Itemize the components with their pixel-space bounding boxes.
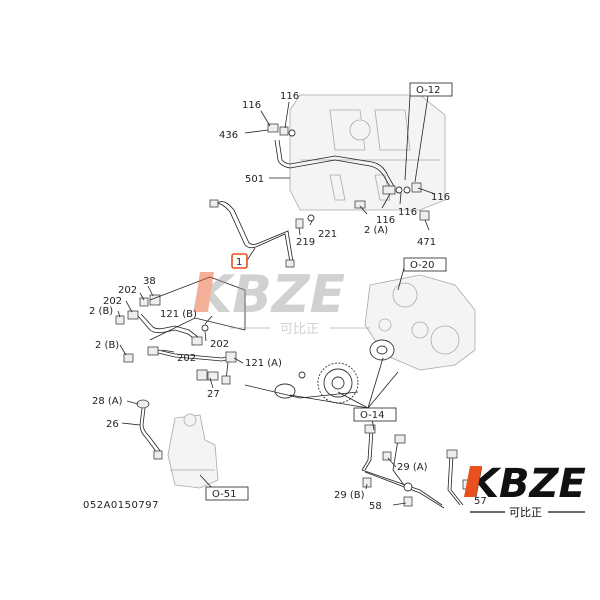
fitting-icon <box>446 449 458 459</box>
center-watermark: KBZE 可比正 <box>192 265 370 337</box>
banjo-bolt-icon <box>267 123 279 133</box>
bolt-icon <box>403 496 413 507</box>
label-116: 116 <box>398 207 417 218</box>
watermark-subtext: 可比正 <box>280 322 319 337</box>
engine-block <box>289 94 446 211</box>
logo-subtext: 可比正 <box>509 506 542 519</box>
label-29b: 29 (B) <box>334 490 365 501</box>
plug-icon <box>411 182 422 193</box>
ref-box-o20 <box>403 257 447 272</box>
label-116: 116 <box>242 100 261 111</box>
bolt-icon <box>382 451 392 461</box>
ref-o14: O-14 <box>360 410 384 421</box>
washer-icon <box>201 324 209 332</box>
part-labels: 116 116 436 501 116 116 116 2 (A) 221 21… <box>89 91 487 512</box>
banjo-bolt-icon <box>382 185 396 195</box>
oil-pipe-1 <box>209 199 295 268</box>
ref-box-o51 <box>205 486 249 501</box>
fitting-icon <box>221 375 231 385</box>
corner-logo: KBZE 可比正 <box>464 461 586 519</box>
plug-icon <box>419 210 430 221</box>
pump-body <box>167 413 219 489</box>
washer-icon <box>288 129 296 137</box>
highlight-callout-box <box>231 253 248 269</box>
label-2b: 2 (B) <box>89 306 113 317</box>
label-2b: 2 (B) <box>95 340 119 351</box>
label-26: 26 <box>106 419 119 430</box>
bolt-icon <box>295 218 304 229</box>
fitting-icon <box>153 450 163 460</box>
label-501: 501 <box>245 174 264 185</box>
label-202: 202 <box>177 353 196 364</box>
label-29a: 29 (A) <box>397 462 428 473</box>
label-221: 221 <box>318 229 337 240</box>
label-121a: 121 (A) <box>245 358 282 369</box>
logo-accent <box>464 466 482 497</box>
label-1: 1 <box>236 257 242 268</box>
bolt-icon <box>115 315 125 325</box>
label-57: 57 <box>474 496 487 507</box>
oil-pipe-501 <box>267 123 430 229</box>
label-121b: 121 (B) <box>160 309 197 320</box>
ref-o51: O-51 <box>212 489 236 500</box>
fitting-icon <box>196 369 208 381</box>
logo-text: KBZE <box>468 461 586 507</box>
fitting-icon <box>225 351 237 363</box>
seal-icon <box>136 399 150 409</box>
fitting-icon <box>209 199 219 208</box>
label-28a: 28 (A) <box>92 396 123 407</box>
washer-icon <box>395 186 403 194</box>
washer-icon <box>403 186 411 194</box>
reference-boxes: O-12 O-20 O-14 O-51 <box>205 82 453 501</box>
label-58: 58 <box>369 501 382 512</box>
label-471: 471 <box>417 237 436 248</box>
label-202: 202 <box>210 339 229 350</box>
label-116: 116 <box>376 215 395 226</box>
bolt-icon <box>362 477 372 488</box>
label-436: 436 <box>219 130 238 141</box>
bolt-icon <box>354 200 366 209</box>
washer-icon <box>403 482 413 492</box>
ref-o12: O-12 <box>416 85 440 96</box>
label-38: 38 <box>143 276 156 287</box>
label-2a: 2 (A) <box>364 225 388 236</box>
pipe-121b <box>115 294 209 346</box>
label-202: 202 <box>118 285 137 296</box>
pipe-121a <box>123 346 237 385</box>
label-219: 219 <box>296 237 315 248</box>
fitting-icon <box>364 424 376 434</box>
fitting-icon <box>285 259 295 268</box>
label-116: 116 <box>280 91 299 102</box>
bolt-icon <box>123 353 134 363</box>
ref-o20: O-20 <box>410 260 434 271</box>
fitting-icon <box>147 346 159 356</box>
pipe-26 <box>136 399 163 460</box>
fitting-icon <box>207 371 219 381</box>
watermark-text: KBZE <box>192 265 345 325</box>
ref-box-o12 <box>409 82 453 97</box>
gears <box>274 339 395 404</box>
label-202: 202 <box>103 296 122 307</box>
diagram-code: 052A0150797 <box>83 500 159 511</box>
washer-icon <box>279 126 289 136</box>
callout-frames <box>149 276 359 399</box>
fitting-icon <box>394 434 406 444</box>
ref-box-o14 <box>353 407 397 422</box>
fitting-icon <box>127 310 139 320</box>
fitting-icon <box>191 336 203 346</box>
label-116: 116 <box>431 192 450 203</box>
washer-icon <box>307 214 315 222</box>
label-27: 27 <box>207 389 220 400</box>
washer-icon <box>139 297 149 307</box>
watermark-accent <box>194 272 214 312</box>
